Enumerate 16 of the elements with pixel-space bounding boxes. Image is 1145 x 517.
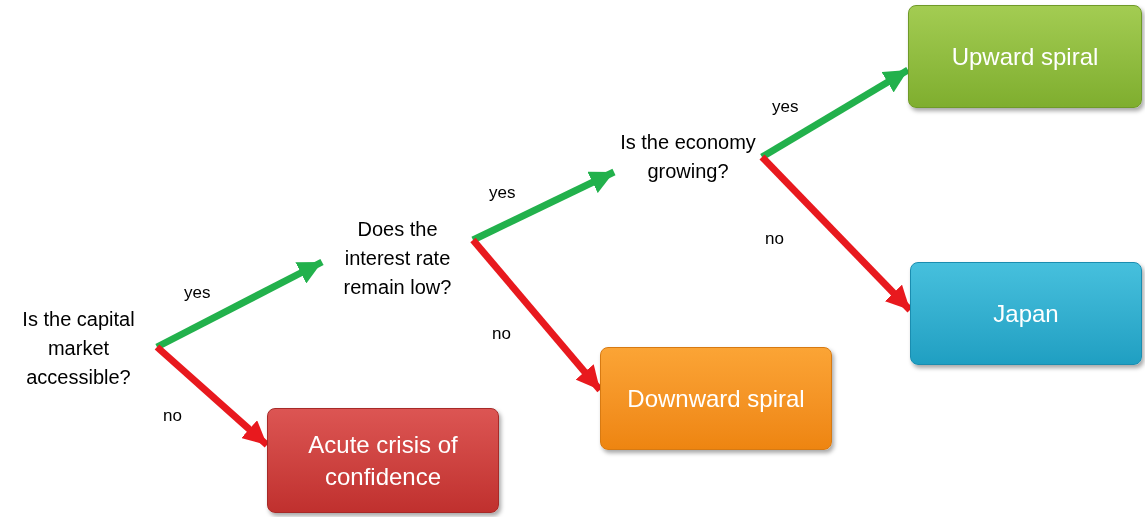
edge-label: no [765, 228, 784, 250]
arrow [471, 168, 616, 244]
edge-label: yes [184, 282, 211, 304]
outcome-box: Japan [910, 262, 1142, 365]
outcome-box: Downward spiral [600, 347, 832, 450]
edge-label: no [163, 405, 182, 427]
edge-label: yes [772, 96, 799, 118]
arrow [155, 258, 324, 351]
question-text: Is the capital market accessible? [21, 306, 136, 390]
edge-label: no [492, 323, 511, 345]
edge-label: yes [489, 182, 516, 204]
outcome-box: Acute crisis of confidence [267, 408, 499, 513]
outcome-box: Upward spiral [908, 5, 1142, 108]
arrow [760, 67, 910, 160]
question-text: Is the economy growing? [619, 130, 757, 184]
question-text: Does the interest rate remain low? [342, 216, 453, 300]
